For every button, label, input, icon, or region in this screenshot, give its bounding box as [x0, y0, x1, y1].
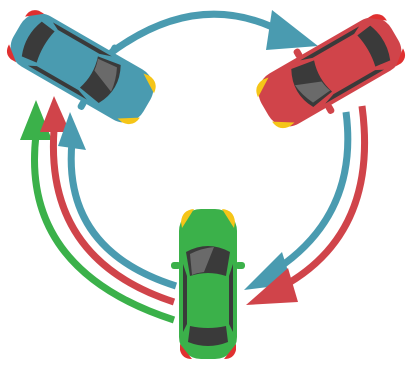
blue-arrow-top: [108, 14, 288, 55]
blue-arrow-left: [71, 142, 176, 286]
blue-arrow-right: [266, 112, 348, 276]
blue-arrow-top-head: [266, 10, 318, 50]
blue-car: [0, 0, 165, 138]
green-car: [171, 209, 245, 359]
